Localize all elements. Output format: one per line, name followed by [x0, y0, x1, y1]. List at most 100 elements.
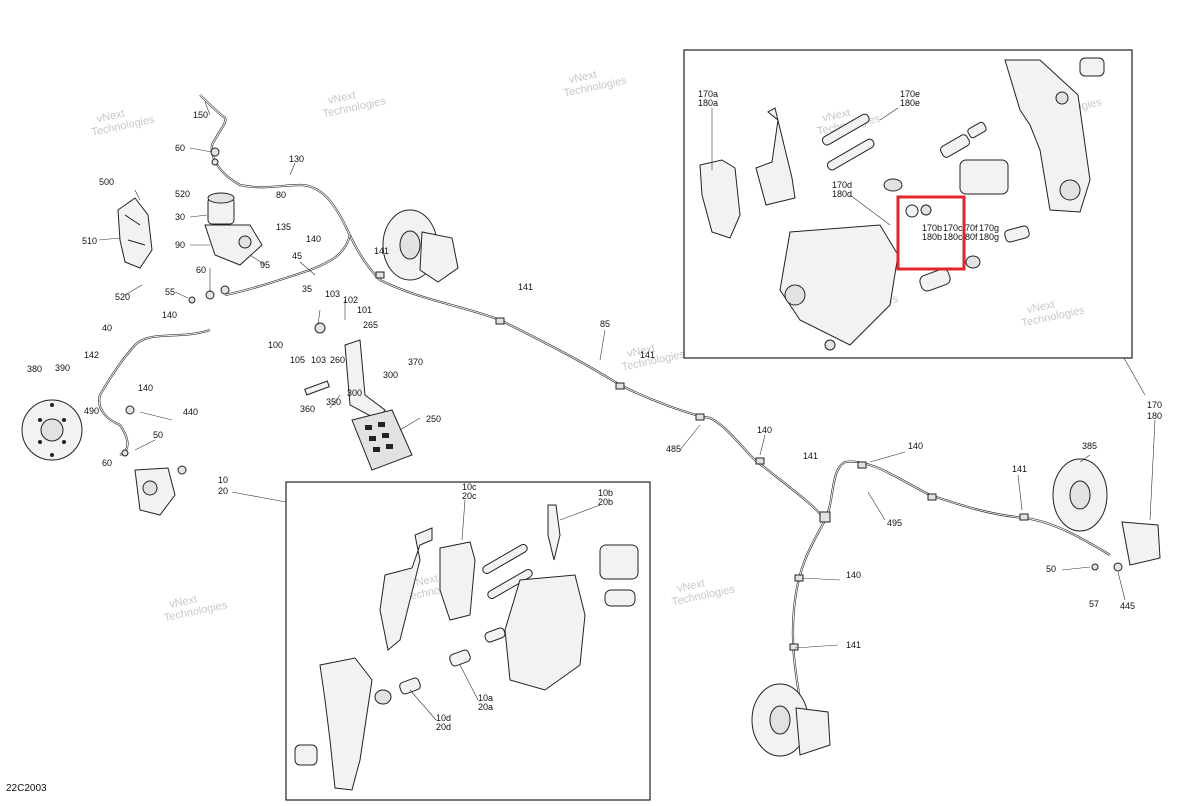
- part-label-10: 10: [218, 475, 228, 485]
- slide-pin-170e: [826, 138, 875, 171]
- outer-brake-pad: [755, 107, 796, 206]
- part-label-20a: 20a: [478, 702, 493, 712]
- part-label-180f: 80f: [965, 232, 978, 242]
- part-label-35: 35: [302, 284, 312, 294]
- slide-pin-170e: [821, 113, 870, 146]
- line-clip: [495, 317, 505, 325]
- brake-pedal: [304, 339, 413, 471]
- part-label-140: 140: [908, 441, 923, 451]
- part-label-135: 135: [276, 222, 291, 232]
- part-label-520: 520: [115, 292, 130, 302]
- part-label-141: 141: [846, 640, 861, 650]
- part-label-170d: 170d: [832, 180, 852, 190]
- leader-lines: [98, 101, 1156, 721]
- watermark-text: vNext: [821, 107, 851, 125]
- part-label-141: 141: [1012, 464, 1027, 474]
- front-outer-pad: [439, 541, 476, 621]
- caliper-piston: [959, 159, 1009, 195]
- front-slide-pin: [487, 569, 533, 599]
- part-label-180d: 180d: [832, 189, 852, 199]
- watermark-text: vNext: [626, 343, 656, 361]
- part-label-100: 100: [268, 340, 283, 350]
- part-label-50: 50: [153, 430, 163, 440]
- rear-caliper-exploded: [699, 57, 1105, 351]
- left-front-caliper: [134, 467, 176, 516]
- part-label-101: 101: [357, 305, 372, 315]
- part-label-250: 250: [426, 414, 441, 424]
- part-label-445: 445: [1120, 601, 1135, 611]
- fittings: [121, 147, 1123, 572]
- part-label-102: 102: [343, 295, 358, 305]
- part-label-20c: 20c: [462, 491, 477, 501]
- line-clip: [755, 457, 765, 465]
- part-label-500: 500: [99, 177, 114, 187]
- highlight-box: [896, 195, 966, 271]
- part-label-390: 390: [55, 363, 70, 373]
- watermark-text: vNext: [1026, 299, 1056, 317]
- part-label-10b: 10b: [598, 488, 613, 498]
- front-bushing: [294, 744, 318, 766]
- part-label-300: 300: [383, 370, 398, 380]
- line-clip: [794, 574, 804, 582]
- part-label-60: 60: [102, 458, 112, 468]
- part-label-95: 95: [260, 260, 270, 270]
- part-label-265: 265: [363, 320, 378, 330]
- front-caliper-exploded: [294, 504, 639, 791]
- seal-170d: [883, 178, 903, 192]
- part-label-140: 140: [138, 383, 153, 393]
- part-label-490: 490: [84, 406, 99, 416]
- bushing: [1079, 57, 1105, 77]
- part-label-20: 20: [218, 486, 228, 496]
- brake-line-junction: [819, 511, 831, 523]
- part-label-180: 180: [1147, 411, 1162, 421]
- front-caliper-piston: [599, 544, 639, 580]
- part-label-85: 85: [600, 319, 610, 329]
- left-front-brake-disc: [21, 399, 83, 461]
- part-label-40: 40: [102, 323, 112, 333]
- rear-right-brake-disc: [1052, 458, 1161, 566]
- part-label-20b: 20b: [598, 497, 613, 507]
- part-label-180g: 180g: [979, 232, 999, 242]
- part-label-495: 495: [887, 518, 902, 528]
- part-label-30: 30: [175, 212, 185, 222]
- line-clip: [695, 413, 705, 421]
- part-label-20d: 20d: [436, 722, 451, 732]
- line-clip: [857, 461, 867, 469]
- front-inner-pad: [379, 527, 433, 651]
- master-cylinder: [204, 192, 263, 266]
- part-label-105: 105: [290, 355, 305, 365]
- part-label-350: 350: [326, 397, 341, 407]
- part-label-260: 260: [330, 355, 345, 365]
- watermark-text: vNext: [96, 108, 126, 126]
- part-label-141: 141: [803, 451, 818, 461]
- part-label-142: 142: [84, 350, 99, 360]
- part-label-180b: 180b: [922, 232, 942, 242]
- part-label-170a: 170a: [698, 89, 718, 99]
- watermark-text: vNext: [409, 573, 439, 591]
- part-label-140: 140: [757, 425, 772, 435]
- part-label-180c: 180c: [943, 232, 963, 242]
- watermark-text: vNext: [327, 89, 357, 107]
- part-label-103: 103: [325, 289, 340, 299]
- part-labels: 150 60 130 80 135 500 520 510 520 30 90 …: [27, 89, 1162, 732]
- line-clip: [1019, 513, 1029, 521]
- part-label-90: 90: [175, 240, 185, 250]
- part-label-170c: 170c: [943, 223, 963, 233]
- part-label-57: 57: [1089, 599, 1099, 609]
- watermark-text: vNext: [168, 593, 198, 611]
- bleeder-valve: [547, 504, 561, 561]
- part-label-370: 370: [408, 357, 423, 367]
- rear-caliper-detail-box: [683, 49, 1133, 359]
- top-center-brake-disc: [382, 209, 459, 283]
- front-caliper-detail-box: [285, 481, 651, 801]
- part-label-55: 55: [165, 287, 175, 297]
- part-label-180e: 180e: [900, 98, 920, 108]
- watermark-text: vNext: [568, 69, 598, 87]
- line-clip: [615, 382, 625, 390]
- front-slide-pin: [482, 544, 528, 574]
- caliper-bracket: [1004, 59, 1091, 213]
- part-label-60: 60: [175, 143, 185, 153]
- part-label-140: 140: [162, 310, 177, 320]
- part-label-60: 60: [196, 265, 206, 275]
